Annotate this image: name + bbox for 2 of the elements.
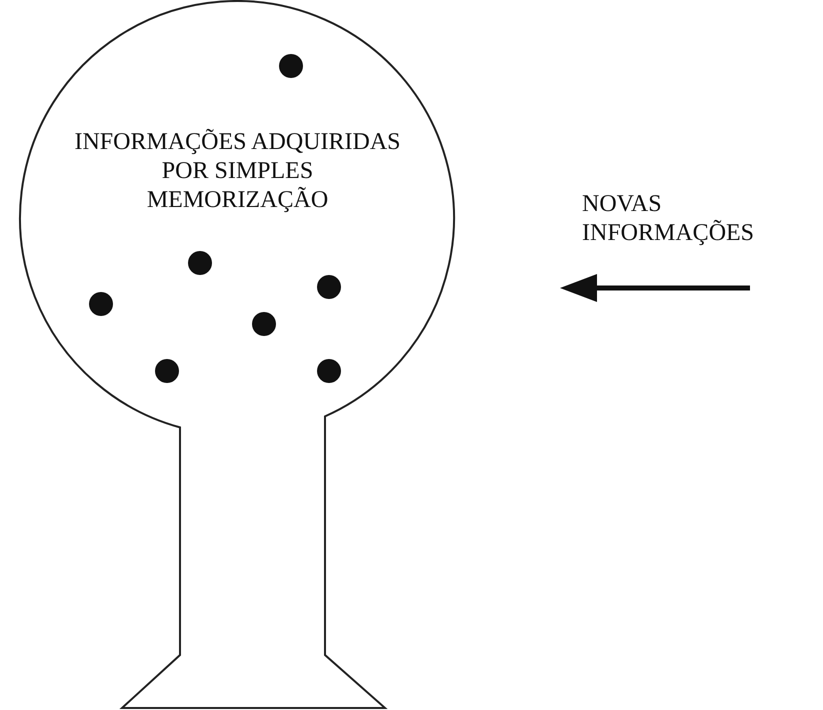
node-label: INFORMAÇÕES ADQUIRIDAS POR SIMPLES MEMORIZAÇÃO: [73, 128, 402, 214]
node-label: NOVAS INFORMAÇÕES: [582, 190, 756, 248]
